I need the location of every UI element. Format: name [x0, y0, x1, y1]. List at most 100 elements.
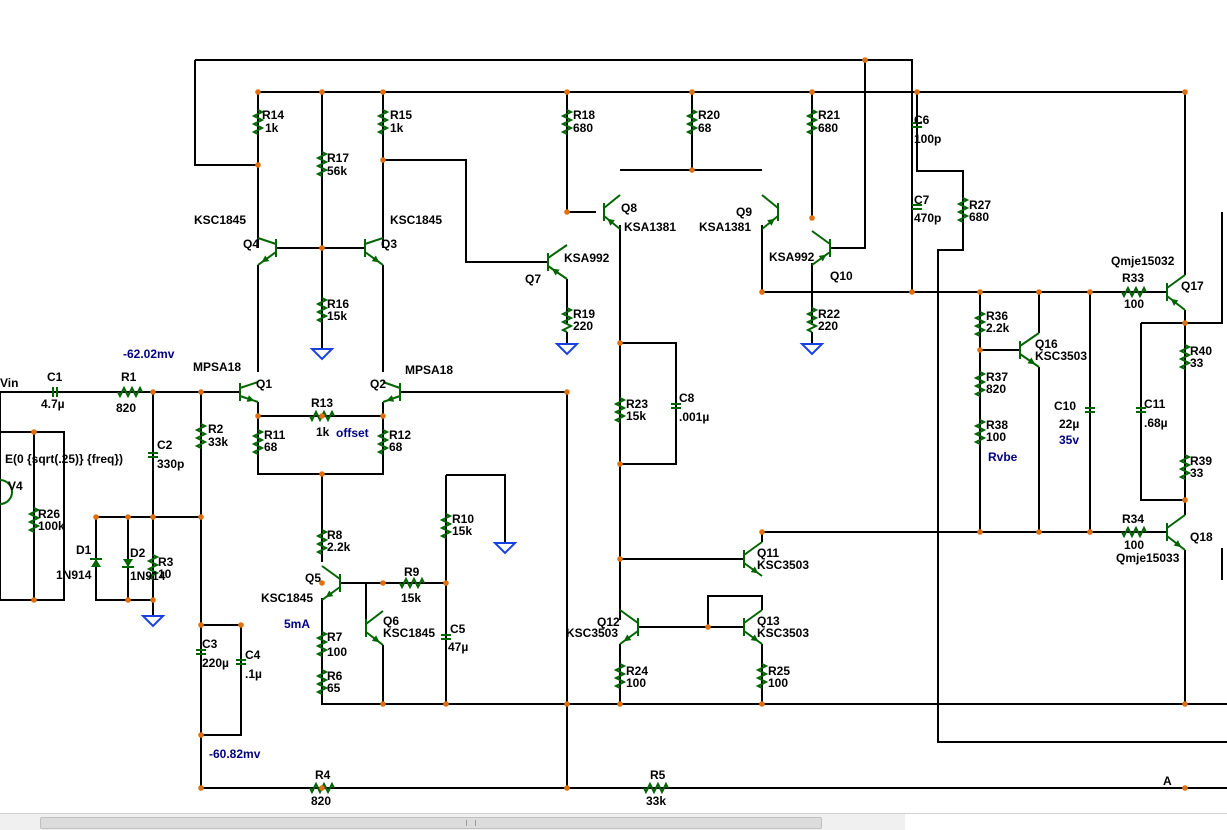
resistor-r27[interactable]: [956, 197, 970, 223]
transistor-q17[interactable]: [1166, 274, 1186, 311]
resistor-r38[interactable]: [973, 419, 987, 445]
capacitor-c7[interactable]: [912, 204, 922, 210]
label-c10-ref: C10: [1054, 399, 1076, 413]
label-r37-value: 820: [986, 382, 1006, 396]
junction-dot: [319, 89, 325, 95]
label-q10-value: KSA992: [769, 250, 815, 264]
transistor-q8[interactable]: [603, 194, 621, 230]
label-q1-value: MPSA18: [193, 360, 241, 374]
resistor-r9[interactable]: [399, 576, 425, 590]
capacitor-c2[interactable]: [148, 452, 158, 458]
transistor-q9[interactable]: [761, 194, 779, 230]
resistor-r10[interactable]: [439, 513, 453, 539]
label-r13-ref: R13: [311, 396, 333, 410]
capacitor-c10[interactable]: [1085, 407, 1095, 413]
capacitor-c5[interactable]: [441, 634, 451, 640]
resistor-r14[interactable]: [251, 109, 265, 135]
resistor-r6[interactable]: [315, 669, 329, 695]
resistor-r2[interactable]: [194, 423, 208, 449]
capacitor-c6[interactable]: [912, 122, 922, 128]
diode-d2[interactable]: [122, 559, 134, 568]
ground-icon-r19: [554, 343, 580, 356]
diode-d1[interactable]: [90, 558, 102, 567]
ground-icon-r16: [309, 348, 335, 361]
label-vin: Vin: [0, 376, 18, 390]
resistor-r15[interactable]: [376, 109, 390, 135]
junction-dot: [705, 624, 711, 630]
resistor-r26[interactable]: [27, 507, 41, 533]
label-r9-ref: R9: [404, 565, 420, 579]
label-r6-ref: R6: [327, 669, 343, 683]
transistor-q16[interactable]: [1019, 332, 1040, 368]
wires: [0, 59, 1227, 789]
schematic-canvas[interactable]: R141kR1756kR151kR18680R2068R21680C6100pC…: [0, 0, 1227, 813]
scrollbar-thumb[interactable]: [40, 817, 822, 829]
transistor-q11[interactable]: [743, 541, 763, 577]
source-v4-icon[interactable]: [0, 479, 13, 505]
transistor-q5[interactable]: [321, 565, 341, 601]
transistor-q7[interactable]: [547, 244, 568, 280]
transistor-q12[interactable]: [619, 609, 639, 645]
resistor-r40[interactable]: [1178, 344, 1192, 370]
resistor-r24[interactable]: [613, 663, 627, 689]
resistor-r1[interactable]: [117, 385, 143, 399]
label-r7-ref: R7: [327, 630, 343, 644]
transistor-q18[interactable]: [1166, 514, 1186, 551]
capacitor-c3[interactable]: [196, 649, 206, 655]
capacitor-c8[interactable]: [671, 403, 681, 409]
transistor-q3[interactable]: [364, 237, 384, 266]
transistor-q13[interactable]: [743, 609, 763, 645]
wire-34: [400, 391, 568, 788]
resistor-r5[interactable]: [643, 781, 669, 795]
label-r13-value: 1k: [316, 425, 330, 439]
transistor-q10[interactable]: [811, 230, 831, 266]
resistor-r3[interactable]: [146, 554, 160, 580]
transistor-q1[interactable]: [239, 381, 259, 403]
resistor-r37[interactable]: [973, 371, 987, 397]
resistor-r12[interactable]: [376, 429, 390, 455]
resistor-r20[interactable]: [685, 109, 699, 135]
label-r39-value: 33: [1190, 466, 1204, 480]
resistor-r22[interactable]: [805, 307, 819, 333]
resistor-r11[interactable]: [251, 429, 265, 455]
resistor-r16[interactable]: [315, 297, 329, 323]
label-q11-value: KSC3503: [757, 558, 809, 572]
junction-dot: [617, 556, 623, 562]
label-r38-value: 100: [986, 430, 1006, 444]
resistor-r25[interactable]: [755, 663, 769, 689]
label-c3-value: 220µ: [202, 656, 229, 670]
transistor-q6[interactable]: [365, 610, 384, 646]
resistor-r23[interactable]: [613, 397, 627, 423]
capacitor-c1[interactable]: [52, 387, 58, 397]
junction-dot: [255, 89, 261, 95]
resistor-r18[interactable]: [560, 109, 574, 135]
annotation-rvbe: Rvbe: [988, 450, 1018, 464]
scrollbar-grip-icon: [466, 820, 476, 826]
label-r14-ref: R14: [262, 108, 284, 122]
resistor-r33[interactable]: [1121, 285, 1147, 299]
label-c11-ref: C11: [1144, 397, 1166, 411]
resistor-r8[interactable]: [315, 529, 329, 555]
label-r27-ref: R27: [969, 198, 991, 212]
label-c7-ref: C7: [914, 193, 930, 207]
capacitor-c4[interactable]: [236, 659, 246, 665]
resistor-r21[interactable]: [805, 109, 819, 135]
resistor-r39[interactable]: [1178, 454, 1192, 480]
resistor-r7[interactable]: [315, 631, 329, 657]
transistor-q2[interactable]: [382, 381, 401, 403]
resistor-r36[interactable]: [973, 311, 987, 337]
junction-dot: [150, 597, 156, 603]
transistor-q4[interactable]: [257, 237, 277, 266]
resistor-r19[interactable]: [560, 307, 574, 333]
resistor-r34[interactable]: [1121, 525, 1147, 539]
label-r2-value: 33k: [208, 435, 228, 449]
junction-dot: [93, 514, 99, 520]
horizontal-scrollbar[interactable]: [0, 813, 905, 830]
resistor-r17[interactable]: [315, 151, 329, 177]
label-q17-ref: Q17: [1181, 279, 1204, 293]
label-c1-value: 4.7µ: [41, 397, 65, 411]
wire-39: [446, 474, 506, 538]
label-r18-value: 680: [573, 121, 593, 135]
capacitor-c11[interactable]: [1136, 407, 1146, 413]
junction-dot: [1087, 289, 1093, 295]
